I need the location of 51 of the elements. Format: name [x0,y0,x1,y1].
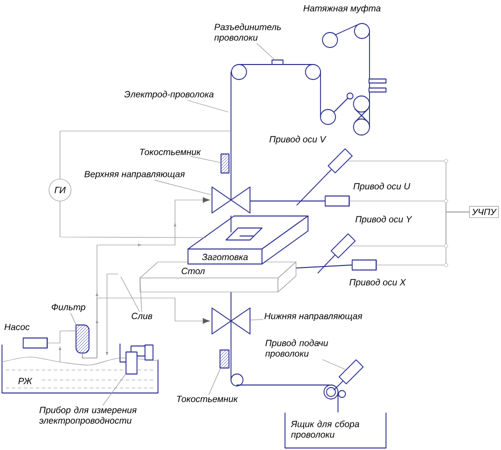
part-label: Привод оси V [269,136,326,144]
wire-disconnector [272,60,284,65]
table-drawing: Стол [140,262,296,292]
drive-cylinder [352,260,377,270]
pump-cylinder [22,338,48,348]
part-label: Натяжная муфта [303,4,381,14]
leader-line [190,156,222,163]
flow-line [82,298,210,358]
drive-cylinder [324,196,350,206]
part-label: Слив [132,312,152,320]
part-label: Прибор для измерения электропроводности [39,406,137,426]
leader-line [154,180,212,196]
part-label: Привод оси Y [355,216,412,224]
part-label: Токостьемник [140,148,201,156]
part-label: Фильтр [52,304,86,312]
part-label: Привод оси X [349,278,406,288]
leader-line [120,276,140,312]
current-collector [220,154,230,174]
flow-line [47,330,76,344]
collection-box: Ящик для сбора проволоки [284,412,386,448]
part-label: Токостьемник [177,396,238,402]
drive-cylinder [328,148,353,174]
leader-line [102,374,126,406]
leader-line [70,312,76,326]
meter-drawing [120,344,154,374]
part-label: Разъединитель проволоки [214,24,281,42]
leader-line [140,278,142,312]
current-collector [220,350,230,368]
drive-cylinder [330,233,356,258]
wire-guide [212,308,250,334]
part-label: Привод подачи проволоки [265,340,328,358]
leader-line [256,43,276,60]
controller-box: УЧПУ [469,206,499,218]
part-label: Верхняя направляющая [84,170,185,180]
leader-line [322,359,346,370]
wire-guide [212,186,250,214]
part-label: Электрод-проволока [124,90,214,100]
part-label: Нижняя направляющая [264,312,362,322]
leader-line [187,100,228,112]
signal-line [60,130,231,179]
drive-cylinder [338,359,364,384]
node-label: Заготовка [202,254,248,260]
leader-line [208,368,221,395]
signal-line [376,212,470,266]
part-label: Насос [4,324,30,330]
part-label: Привод оси U [353,182,410,192]
signal-line [60,201,206,238]
workpiece-drawing: Заготовка [188,216,308,264]
filter [76,324,90,354]
part-label: РЖ [18,378,32,384]
leader-line [250,319,264,320]
